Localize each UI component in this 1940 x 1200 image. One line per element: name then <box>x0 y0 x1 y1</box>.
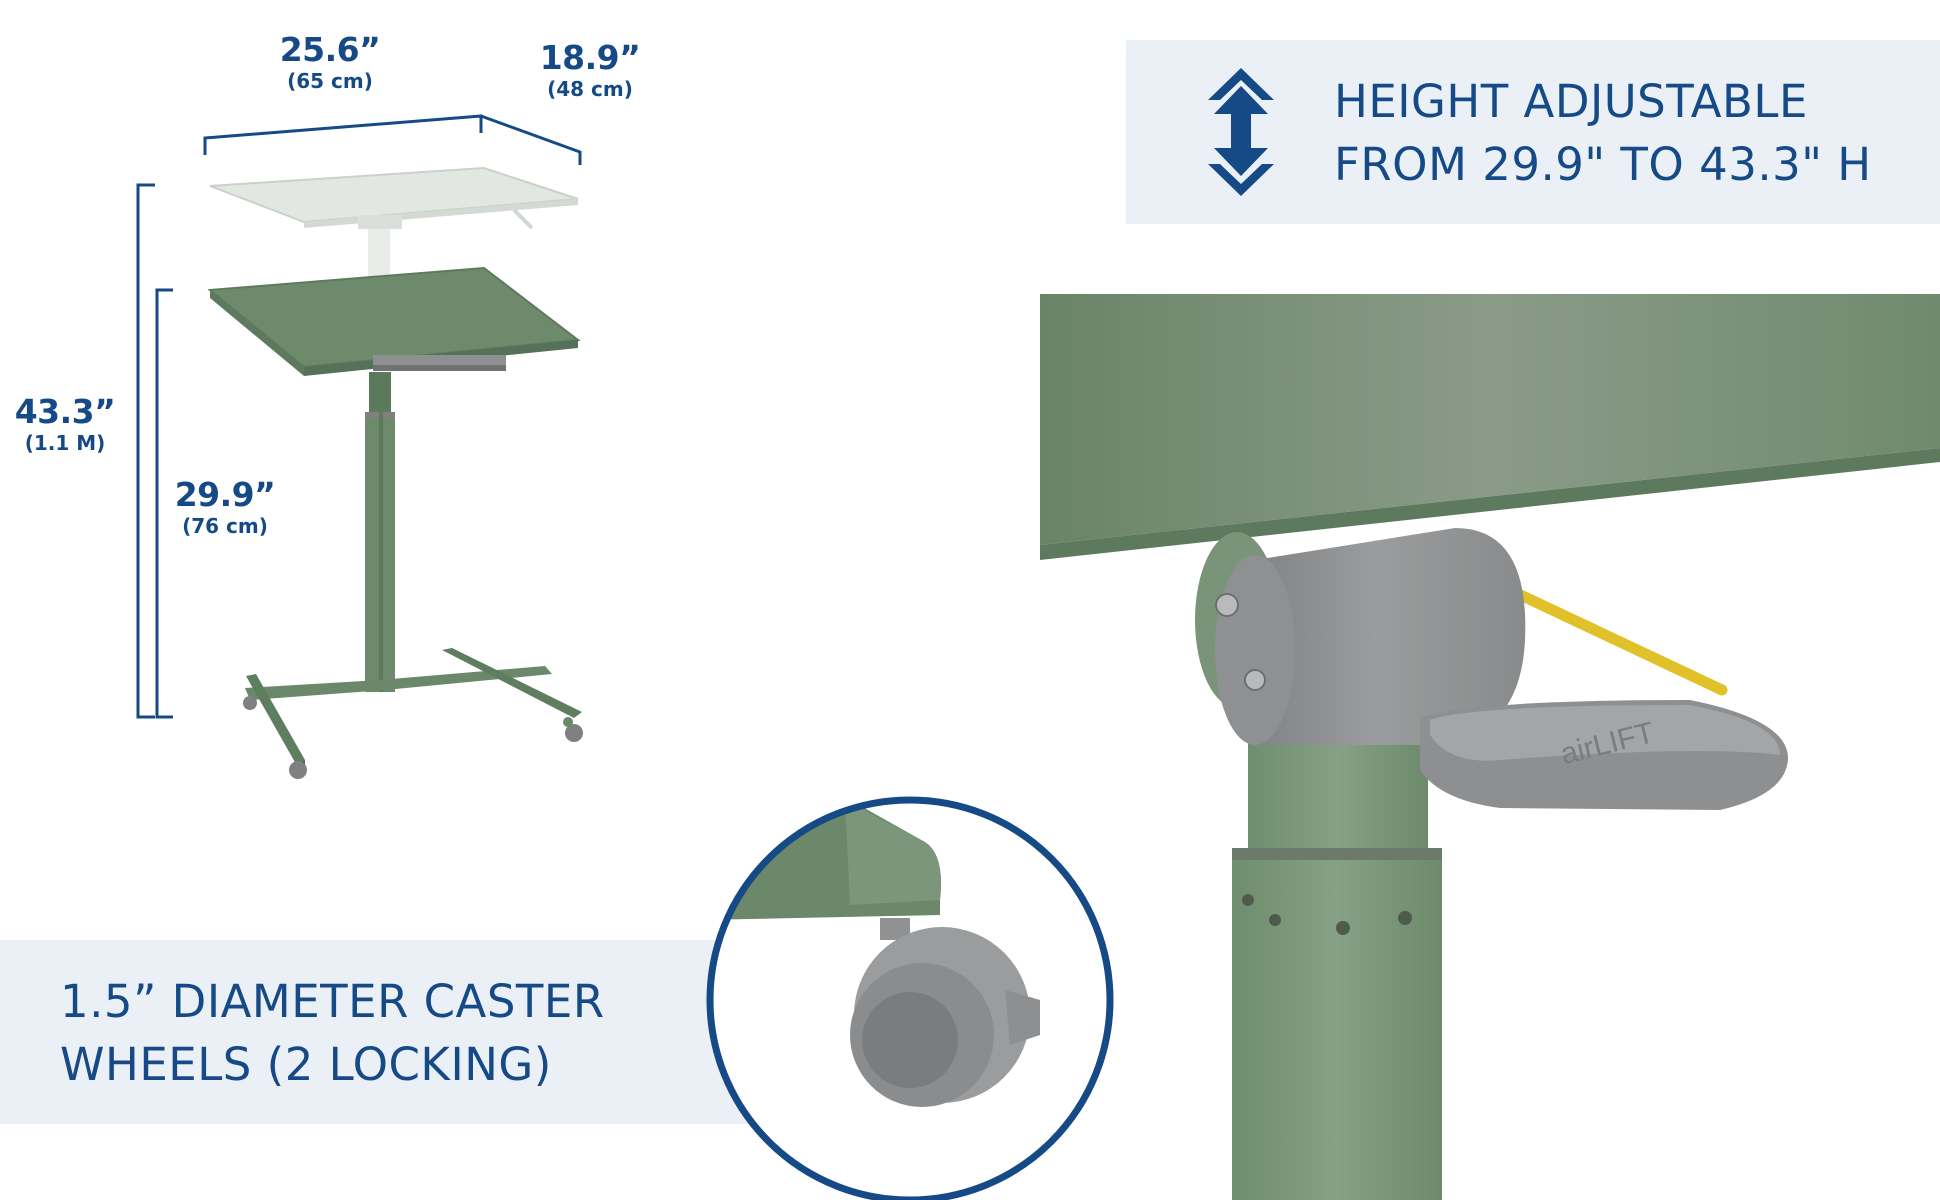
lift-mechanism-housing <box>1195 528 1526 745</box>
desktop-slab <box>1040 294 1940 545</box>
max-height-metric: (1.1 M) <box>24 431 106 455</box>
lower-column <box>1232 848 1442 1200</box>
desk-dimension-diagram: 25.6” (65 cm) 18.9” (48 cm) 43.3” (1.1 M… <box>0 0 641 800</box>
gas-spring-cable <box>1504 584 1728 696</box>
caster-wheels-panel: 1.5” DIAMETER CASTER WHEELS (2 LOCKING) <box>0 940 780 1124</box>
desk-base <box>245 648 582 770</box>
min-height-value: 29.9” <box>174 475 276 514</box>
dimension-lines <box>136 114 582 719</box>
height-adjustable-panel: HEIGHT ADJUSTABLE FROM 29.9" TO 43.3" H <box>1126 40 1940 224</box>
min-height-dimension-label: 29.9” (76 cm) <box>165 475 285 538</box>
desk-column <box>365 372 395 692</box>
depth-value: 18.9” <box>539 38 641 77</box>
max-height-dimension-label: 43.3” (1.1 M) <box>10 392 120 455</box>
caster-panel-line1: 1.5” DIAMETER CASTER <box>60 975 605 1028</box>
height-panel-line1: HEIGHT ADJUSTABLE <box>1334 75 1808 128</box>
width-metric: (65 cm) <box>287 69 373 93</box>
max-height-value: 43.3” <box>14 392 116 431</box>
double-arrow-vertical-icon <box>1208 68 1274 196</box>
width-dimension-label: 25.6” (65 cm) <box>250 30 410 93</box>
raised-desktop-ghost <box>209 166 579 285</box>
caster-panel-line2: WHEELS (2 LOCKING) <box>60 1038 552 1091</box>
desk-illustration <box>207 166 583 779</box>
depth-metric: (48 cm) <box>547 77 633 101</box>
release-lever-paddle: airLIFT <box>1420 700 1789 810</box>
height-panel-line2: FROM 29.9" TO 43.3" H <box>1334 138 1872 191</box>
width-value: 25.6” <box>279 30 381 69</box>
min-height-metric: (76 cm) <box>182 514 268 538</box>
caster-lock-tab <box>1005 990 1040 1045</box>
desk-casters <box>243 696 583 779</box>
lowered-desktop <box>207 266 581 376</box>
depth-dimension-label: 18.9” (48 cm) <box>520 38 660 101</box>
